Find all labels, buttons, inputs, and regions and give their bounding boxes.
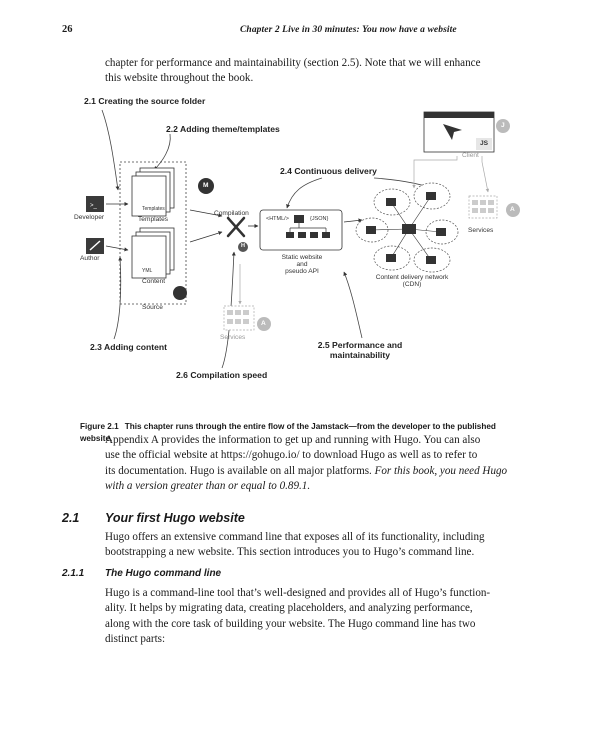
- paragraph-line: ality. It helps by migrating data, creat…: [105, 602, 473, 615]
- services-bottom-label: Services: [220, 334, 246, 341]
- compilation-label: Compilation: [214, 210, 249, 217]
- content-label: Content: [142, 278, 166, 285]
- appendix-line: Appendix A provides the information to g…: [105, 434, 481, 446]
- developer-icon: [86, 196, 104, 212]
- paragraph-line: along with the core task of building you…: [105, 617, 476, 630]
- section-number: 2.1: [62, 511, 80, 525]
- svg-text:>_: >_: [90, 203, 98, 209]
- static-website-label: Static website and pseudo API: [281, 254, 323, 275]
- yml-label: YML: [142, 268, 153, 274]
- annotation-2-5: 2.5 Performance and maintainability: [317, 340, 403, 360]
- figure-caption-text-line2: website.: [80, 433, 113, 443]
- cdn-label: Content delivery network (CDN): [375, 274, 449, 288]
- paragraph-line: Hugo is a command-line tool that’s well-…: [105, 587, 491, 599]
- badge-m-icon: [198, 178, 214, 194]
- appendix-line: use the official website at https://gohu…: [105, 449, 478, 462]
- templates-stack: [131, 167, 175, 217]
- intro-line: chapter for performance and maintainabil…: [105, 57, 481, 69]
- section-2-1-paragraph: Hugo offers an extensive command line th…: [105, 530, 529, 561]
- page-number: 26: [62, 24, 73, 35]
- badge-a-bottom-icon: [257, 317, 271, 331]
- badge-a-bottom-label: A: [261, 320, 266, 327]
- badge-m-label: M: [203, 182, 209, 189]
- annotation-2-6: 2.6 Compilation speed: [176, 370, 268, 380]
- content-stack: [131, 227, 175, 279]
- badge-content-icon: [173, 286, 187, 300]
- services-bottom-box: [223, 305, 255, 331]
- compilation-tools-icon: [226, 216, 246, 238]
- subsection-number: 2.1.1: [62, 568, 85, 579]
- js-label: JS: [480, 140, 489, 147]
- templates-doc-label: Templates: [142, 206, 165, 212]
- figure-jamstack-flow: >_: [62, 92, 542, 412]
- paragraph-line: distinct parts:: [105, 633, 166, 646]
- author-label: Author: [80, 255, 100, 262]
- figure-caption-label: Figure 2.1: [80, 422, 119, 431]
- badge-h-label: H: [241, 243, 245, 249]
- annotation-2-4: 2.4 Continuous delivery: [280, 166, 377, 176]
- intro-line: this website throughout the book.: [105, 72, 254, 85]
- developer-label: Developer: [74, 214, 105, 221]
- client-browser: [423, 111, 510, 153]
- annotation-2-1: 2.1 Creating the source folder: [84, 96, 206, 106]
- badge-j-label: J: [501, 122, 505, 129]
- badge-a-right-label: A: [510, 206, 515, 213]
- appendix-line: with a version greater than or equal to …: [105, 480, 311, 493]
- services-right-box: [468, 195, 498, 219]
- html-label: <HTML/>: [266, 216, 289, 222]
- json-label: {JSON}: [310, 216, 329, 222]
- appendix-line: its documentation. Hugo is available on …: [105, 464, 508, 477]
- badge-a-right-icon: [506, 203, 520, 217]
- paragraph-line: Hugo offers an extensive command line th…: [105, 531, 485, 543]
- intro-paragraph: chapter for performance and maintainabil…: [105, 56, 529, 87]
- badge-h-icon: [238, 242, 248, 252]
- paragraph-line: bootstrapping a new website. This sectio…: [105, 546, 475, 559]
- static-website-box: [259, 209, 343, 251]
- annotation-2-2: 2.2 Adding theme/templates: [166, 124, 280, 134]
- client-label: Client: [462, 152, 479, 159]
- annotation-2-3: 2.3 Adding content: [90, 342, 168, 352]
- section-2-1-1-paragraph: Hugo is a command-line tool that’s well-…: [105, 586, 529, 648]
- section-title: Your first Hugo website: [105, 511, 245, 525]
- figure-caption: Figure 2.1 This chapter runs through the …: [80, 421, 530, 444]
- figure-caption-text: This chapter runs through the entire flo…: [124, 422, 496, 431]
- cdn-network: [355, 182, 459, 273]
- source-label: Source: [142, 304, 163, 311]
- appendix-paragraph: Appendix A provides the information to g…: [105, 433, 529, 495]
- services-right-label: Services: [468, 227, 494, 234]
- source-folder-box: [119, 161, 187, 305]
- templates-label: Templates: [138, 216, 169, 223]
- subsection-title: The Hugo command line: [105, 568, 222, 579]
- running-title: Chapter 2 Live in 30 minutes: You now ha…: [240, 25, 457, 35]
